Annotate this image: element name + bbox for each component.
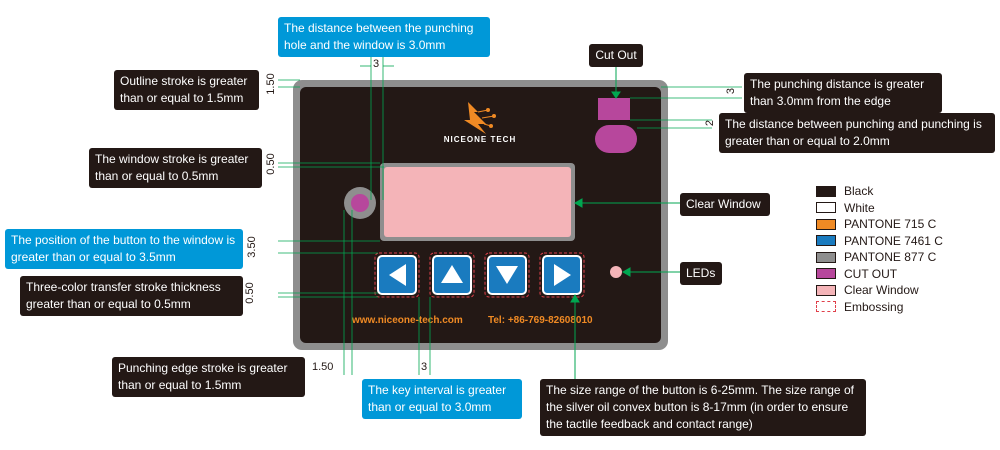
callout-button-size: The size range of the button is 6-25mm. … (540, 379, 866, 436)
legend-item: Black (816, 183, 943, 200)
callout-outline-stroke: Outline stroke is greater than or equal … (114, 70, 259, 110)
dim-bottom-3: 3 (421, 361, 428, 373)
led-indicator (610, 266, 622, 278)
legend-swatch (816, 301, 836, 313)
legend-label: Clear Window (844, 283, 919, 298)
callout-punch-window-distance: The distance between the punching hole a… (278, 17, 490, 57)
legend-swatch (816, 185, 836, 197)
legend-label: PANTONE 715 C (844, 217, 937, 232)
callout-punch-edge-distance: The punching distance is greater than 3.… (744, 73, 942, 113)
legend-label: White (844, 200, 875, 215)
legend-label: Black (844, 184, 874, 199)
callout-clear-window: Clear Window (680, 193, 770, 216)
dim-top-3: 3 (373, 58, 380, 70)
up-arrow-button[interactable] (429, 252, 475, 298)
cutout-square (598, 98, 630, 120)
dim-left-050-b: 0.50 (244, 282, 256, 304)
left-arrow-button[interactable] (374, 252, 420, 298)
legend-item: PANTONE 715 C (816, 216, 943, 233)
legend-label: CUT OUT (844, 266, 898, 281)
logo-icon (464, 102, 496, 134)
right-arrow-icon (554, 264, 571, 286)
legend-swatch (816, 284, 836, 296)
footer-tel: Tel: +86-769-82608010 (488, 315, 593, 326)
callout-punch-edge-stroke: Punching edge stroke is greater than or … (112, 357, 305, 397)
callout-key-interval: The key interval is greater than or equa… (362, 379, 522, 419)
dim-left-350: 3.50 (246, 236, 258, 258)
legend-label: Embossing (844, 299, 904, 314)
footer-url: www.niceone-tech.com (351, 315, 463, 326)
legend-label: PANTONE 877 C (844, 250, 937, 265)
legend-item: PANTONE 7461 C (816, 233, 943, 250)
callout-window-stroke: The window stroke is greater than or equ… (89, 148, 262, 188)
callout-transfer-stroke: Three-color transfer stroke thickness gr… (20, 276, 243, 316)
down-arrow-button[interactable] (484, 252, 530, 298)
down-arrow-icon (496, 266, 518, 284)
left-arrow-icon (389, 264, 406, 286)
legend-item: Clear Window (816, 282, 943, 299)
dim-left-150: 1.50 (265, 73, 277, 95)
legend-item: CUT OUT (816, 266, 943, 283)
dim-left-050-a: 0.50 (265, 153, 277, 175)
dim-right-2: 2 (704, 119, 716, 127)
legend-swatch (816, 268, 836, 280)
legend-item: White (816, 200, 943, 217)
legend-swatch (816, 235, 836, 247)
cutout-oval (595, 125, 637, 153)
callout-punch-punch-distance: The distance between punching and punchi… (719, 113, 995, 153)
legend-label: PANTONE 7461 C (844, 233, 943, 248)
legend-swatch (816, 202, 836, 214)
callout-button-window: The position of the button to the window… (5, 229, 243, 269)
dimension-lines (278, 55, 742, 375)
clear-window-area (384, 167, 571, 237)
legend-swatch (816, 251, 836, 263)
callout-cut-out: Cut Out (589, 44, 643, 67)
callout-leds: LEDs (680, 262, 722, 285)
legend-swatch (816, 218, 836, 230)
up-arrow-icon (441, 265, 463, 283)
legend-item: PANTONE 877 C (816, 249, 943, 266)
brand-name: NICEONE TECH (444, 135, 516, 144)
round-cutout-center (351, 194, 369, 212)
legend-item: Embossing (816, 299, 943, 316)
right-arrow-button[interactable] (539, 252, 585, 298)
dim-bottom-150: 1.50 (312, 361, 334, 373)
dim-right-3: 3 (725, 87, 737, 95)
leader-lines (570, 62, 680, 380)
